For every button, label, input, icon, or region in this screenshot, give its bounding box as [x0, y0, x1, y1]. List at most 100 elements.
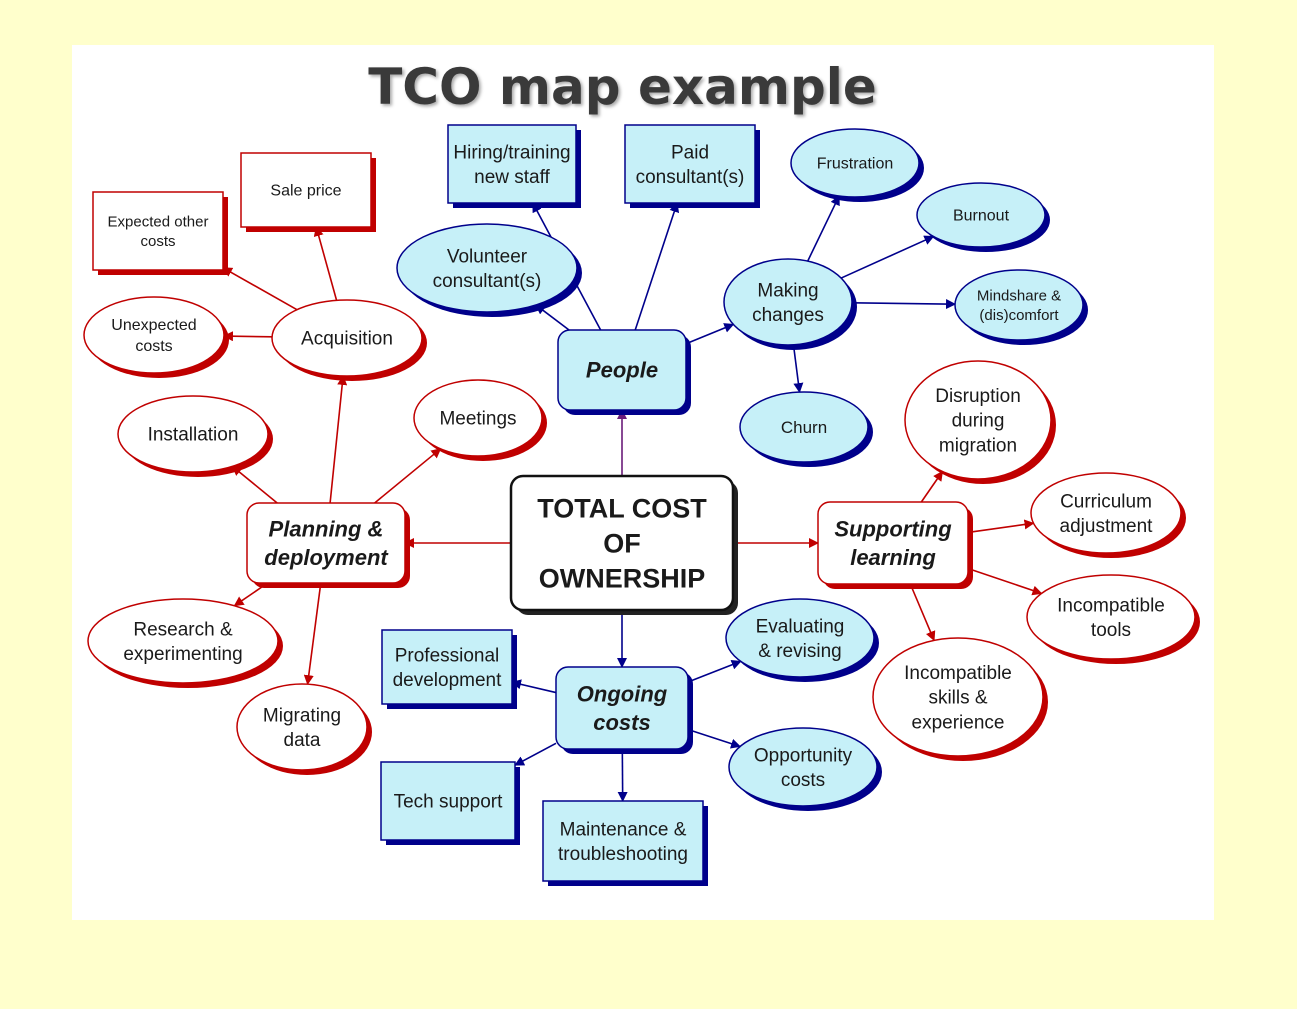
node-supporting-learning-shape [817, 501, 969, 585]
node-expected-other-costs-label-0: Expected other [108, 214, 209, 231]
node-people-shape [557, 329, 687, 411]
node-meetings-label-0: Meetings [439, 409, 516, 430]
node-volunteer-consultants-label-0: Volunteer [447, 246, 528, 267]
node-supporting-learning-label-1: learning [850, 545, 936, 570]
node-ongoing-costs: Ongoing costs [555, 666, 693, 754]
node-research-experimenting-shape [87, 598, 279, 684]
node-disruption-during-migration-label-0: Disruption [935, 386, 1021, 407]
node-opportunity-costs-label-0: Opportunity [754, 745, 853, 766]
node-incompatible-skills-experience-label-2: experience [912, 712, 1005, 733]
node-disruption-during-migration-shape [904, 360, 1052, 480]
edge-planning-to-installation [231, 465, 278, 504]
node-expected-other-costs-label-1: costs [140, 233, 175, 250]
node-ongoing-costs-label-0: Ongoing [577, 681, 668, 706]
edge-people-to-making [685, 323, 735, 345]
node-expected-other-costs-shape [92, 191, 224, 271]
node-frustration-shape [790, 128, 920, 198]
node-expected-other-costs: Expected other costs [92, 191, 228, 275]
node-hiring-training-label-0: Hiring/training [453, 142, 570, 163]
node-installation-label-0: Installation [148, 425, 239, 446]
node-maintenance-troubleshooting-shape [542, 800, 704, 882]
node-professional-development-label-1: development [393, 670, 503, 691]
node-paid-consultants-shape [624, 124, 756, 204]
edge-supporting-to-curriculum [967, 519, 1035, 534]
node-migrating-data-label-1: data [284, 730, 321, 751]
node-evaluating-revising-shape [725, 598, 875, 678]
node-evaluating-revising: Evaluating& revising [725, 598, 879, 682]
node-incompatible-skills-experience-shape [872, 637, 1044, 757]
edge-planning-to-acquisition [329, 374, 348, 504]
edge-supporting-to-disruption [920, 470, 944, 503]
node-disruption-during-migration: Disruption during migration [904, 360, 1056, 484]
node-migrating-data: Migrating data [236, 683, 372, 775]
edge-acquisition-to-unexpected [222, 331, 273, 342]
node-installation-shape [117, 395, 269, 473]
edge-ongoing-to-tech [514, 742, 557, 766]
node-curriculum-adjustment-label-0: Curriculum [1060, 491, 1152, 512]
node-mindshare-discomfort-label-0: Mindshare & [977, 288, 1061, 305]
node-planning-deployment: Planning &deployment [246, 502, 410, 588]
edge-acquisition-to-sale [313, 226, 338, 301]
node-research-experimenting-label-0: Research & [133, 619, 233, 640]
edge-planning-to-meetings [374, 448, 442, 504]
node-ongoing-costs-label-1: costs [593, 710, 650, 735]
node-opportunity-costs-shape [728, 727, 878, 807]
node-frustration-label-0: Frustration [817, 156, 893, 173]
edge-ongoing-to-opportunity [687, 728, 742, 749]
node-people: People [557, 329, 691, 415]
node-total-cost-of-ownership-label-0: TOTAL COST [537, 493, 707, 523]
node-making-changes-label-1: changes [752, 305, 824, 326]
node-paid-consultants-label-0: Paid [671, 142, 709, 163]
node-planning-deployment-label-1: deployment [264, 545, 389, 570]
edge-ongoing-to-evaluating [687, 659, 742, 683]
node-making-changes-label-0: Making [757, 280, 818, 301]
node-disruption-during-migration-label-2: migration [939, 435, 1017, 456]
node-supporting-learning: Supporting learning [817, 501, 973, 589]
edge-making-to-frustration [806, 195, 840, 262]
node-hiring-training-label-1: new staff [474, 167, 550, 188]
edge-making-to-churn [792, 344, 804, 394]
edge-people-to-paid [634, 202, 680, 331]
node-paid-consultants: Paid consultant(s) [624, 124, 760, 208]
node-migrating-data-label-0: Migrating [263, 705, 341, 726]
edge-making-to-mindshare [851, 299, 957, 310]
node-sale-price-label-0: Sale price [270, 183, 341, 200]
node-churn: Churn [739, 391, 873, 467]
node-curriculum-adjustment: Curriculum adjustment [1030, 472, 1186, 558]
slide-title: TCO map example [368, 58, 877, 116]
node-disruption-during-migration-label-1: during [952, 411, 1005, 432]
node-supporting-learning-label-0: Supporting [834, 516, 952, 541]
node-burnout-label-0: Burnout [953, 208, 1010, 225]
node-making-changes: Making changes [723, 258, 857, 350]
node-total-cost-of-ownership-label-1: OF [603, 528, 641, 558]
node-tech-support: Tech support [380, 761, 520, 845]
node-evaluating-revising-label-0: Evaluating [756, 616, 845, 637]
node-unexpected-costs-shape [83, 296, 225, 374]
edge-ongoing-to-professional [511, 679, 557, 694]
node-churn-shape [739, 391, 869, 463]
node-acquisition-label-0: Acquisition [301, 329, 393, 350]
node-professional-development-label-0: Professional [395, 645, 500, 666]
node-maintenance-troubleshooting-label-1: troubleshooting [558, 844, 688, 865]
node-frustration: Frustration [790, 128, 924, 202]
node-maintenance-troubleshooting-label-0: Maintenance & [560, 819, 687, 840]
node-making-changes-shape [723, 258, 853, 346]
edge-planning-to-migrating [303, 582, 322, 686]
node-incompatible-skills-experience-label-0: Incompatible [904, 663, 1012, 684]
node-burnout: Burnout [916, 182, 1050, 252]
node-hiring-training-shape [447, 124, 577, 204]
node-unexpected-costs-label-0: Unexpected [111, 317, 196, 334]
node-unexpected-costs-label-1: costs [135, 338, 172, 355]
node-meetings: Meetings [413, 379, 547, 461]
node-mindshare-discomfort-shape [954, 269, 1084, 341]
node-paid-consultants-label-1: consultant(s) [636, 167, 745, 188]
node-hiring-training: Hiring/training new staff [447, 124, 581, 208]
node-volunteer-consultants-label-1: consultant(s) [433, 271, 542, 292]
node-curriculum-adjustment-label-1: adjustment [1060, 516, 1154, 537]
node-tech-support-shape [380, 761, 516, 841]
node-mindshare-discomfort-label-1: (dis)comfort [979, 307, 1059, 324]
node-incompatible-skills-experience-label-1: skills & [928, 688, 987, 709]
